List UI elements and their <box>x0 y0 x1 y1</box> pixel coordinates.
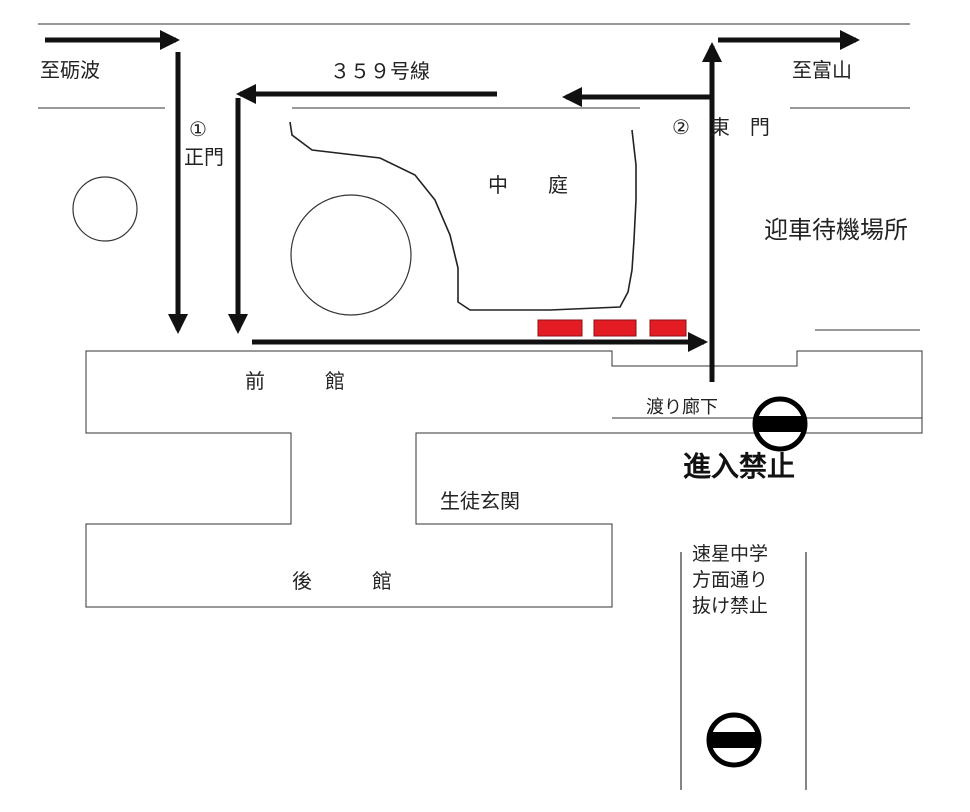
label-to-toyama: 至富山 <box>792 58 852 82</box>
front-building <box>85 350 923 608</box>
courtyard-outline <box>289 121 637 311</box>
side-road <box>680 552 807 790</box>
road-lines <box>38 23 920 331</box>
label-no-entry: 進入禁止 <box>683 450 795 483</box>
no-entry-sign-icon <box>752 396 808 452</box>
label-rear-building: 後 館 <box>292 569 392 593</box>
label-gate2: ② 東 門 <box>672 115 770 139</box>
no-entry-sign-icon <box>706 712 762 768</box>
tree-circle-courtyard <box>290 194 412 316</box>
label-route-359: ３５９号線 <box>330 59 430 83</box>
label-courtyard: 中 庭 <box>488 173 568 197</box>
label-student-entrance: 生徒玄関 <box>440 489 520 513</box>
label-no-through-1: 速星中学 <box>692 543 768 565</box>
waiting-car-icon <box>649 319 687 337</box>
label-corridor: 渡り廊下 <box>646 397 718 418</box>
label-pickup-area: 迎車待機場所 <box>764 216 908 244</box>
traffic-arrows <box>45 30 860 382</box>
tree-circle-left <box>72 176 138 242</box>
label-front-building: 前 館 <box>245 369 345 393</box>
label-gate1-number: ① <box>189 117 207 141</box>
waiting-car-icon <box>593 319 637 337</box>
label-gate1-name: 正門 <box>184 145 224 169</box>
waiting-car-icon <box>537 319 583 337</box>
label-no-through-2: 方面通り <box>692 569 768 591</box>
label-no-through-3: 抜け禁止 <box>692 595 768 617</box>
label-to-tonami: 至砺波 <box>40 58 100 82</box>
waiting-cars <box>537 319 687 337</box>
